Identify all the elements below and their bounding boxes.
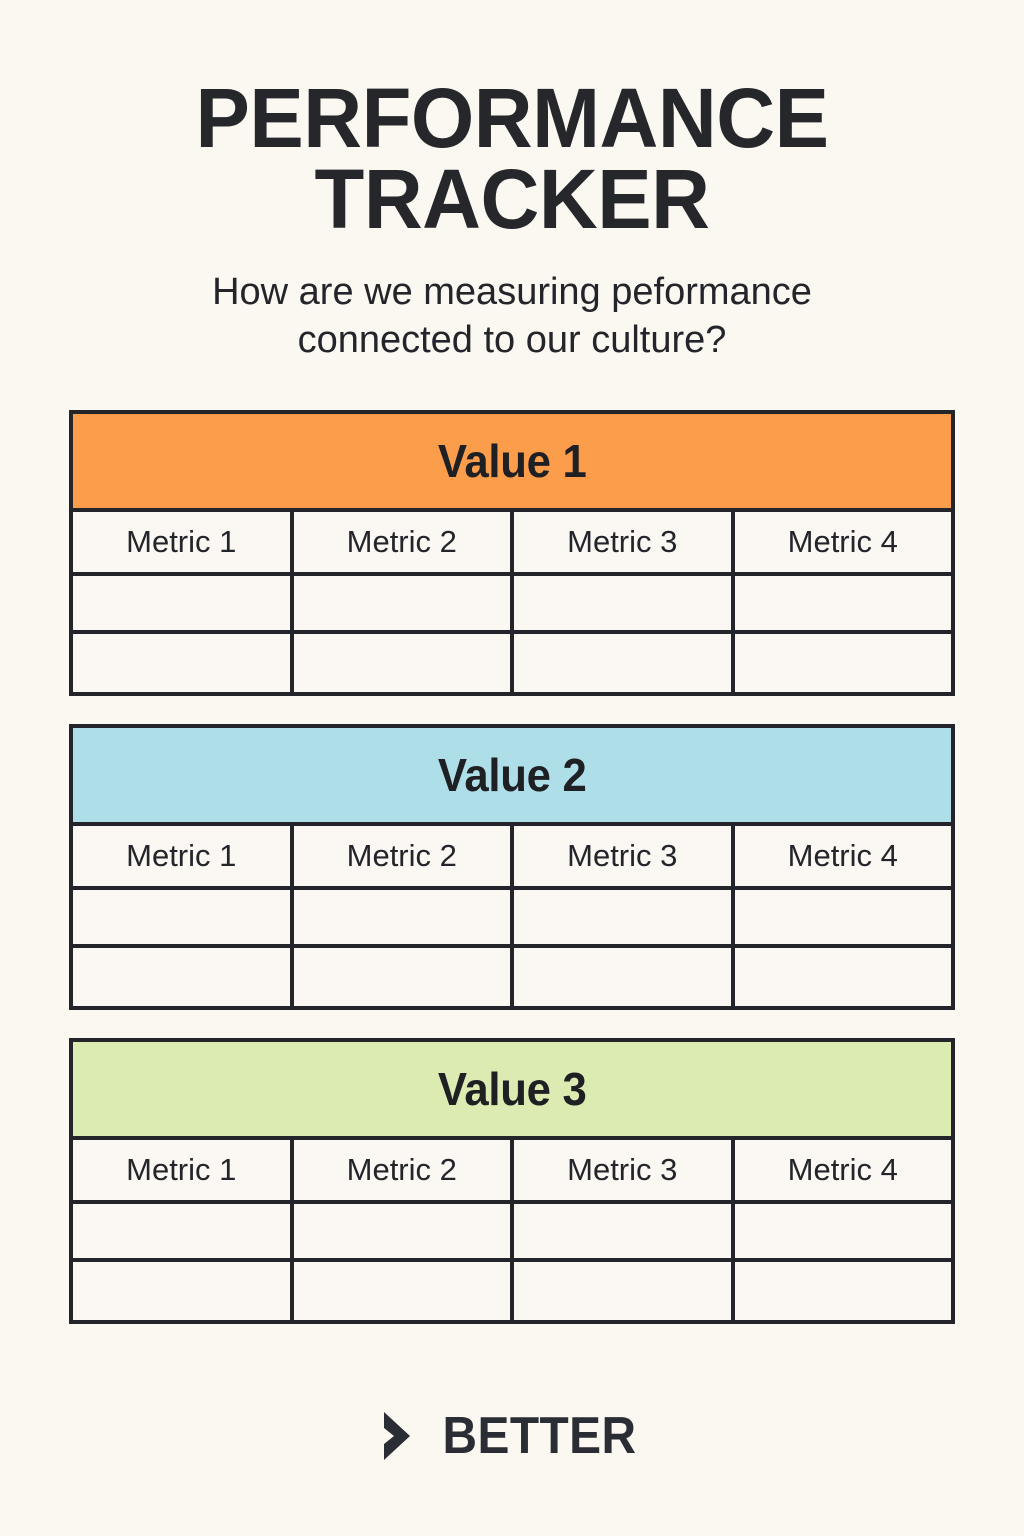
metric-entry-cell[interactable] (735, 1204, 952, 1258)
metric-entry-cell[interactable] (735, 576, 952, 630)
page-title-line-2: TRACKER (314, 151, 710, 246)
value-header-label-3: Value 3 (437, 1063, 587, 1116)
metric-header-cell: Metric 1 (73, 1140, 294, 1201)
metric-header-cell: Metric 4 (787, 524, 898, 560)
metric-entry-cell[interactable] (735, 948, 952, 1006)
metric-entry-cell[interactable] (514, 948, 735, 1007)
brand-name: BETTER (441, 1407, 637, 1465)
metric-entry-row (73, 634, 952, 693)
metric-entry-row (73, 1262, 952, 1321)
metric-header-row-3: Metric 1 Metric 2 Metric 3 Metric 4 (73, 1140, 951, 1205)
metric-header-row-1: Metric 1 Metric 2 Metric 3 Metric 4 (73, 512, 951, 577)
metric-entry-cell[interactable] (514, 1204, 735, 1259)
value-header-label-1: Value 1 (437, 435, 587, 488)
metric-entry-row (73, 1204, 952, 1263)
chevron-right-icon (380, 1410, 416, 1462)
brand-footer: BETTER (0, 1406, 1024, 1466)
value-tables-container: Value 1 Metric 1 Metric 2 Metric 3 Metri… (69, 410, 955, 1325)
poster-header: PERFORMANCE TRACKER How are we measuring… (0, 0, 1024, 364)
metric-entry-cell[interactable] (294, 634, 514, 693)
metric-entry-cell[interactable] (735, 634, 952, 692)
value-header-label-2: Value 2 (437, 749, 587, 802)
value-table-3: Value 3 Metric 1 Metric 2 Metric 3 Metri… (69, 1038, 955, 1325)
metric-header-cell: Metric 3 (514, 1140, 735, 1201)
metric-entry-row (73, 948, 952, 1007)
metric-entry-cell[interactable] (735, 1262, 952, 1320)
metric-header-cell: Metric 2 (294, 1140, 514, 1201)
metric-header-cell: Metric 2 (294, 512, 514, 573)
page-title-line-1: PERFORMANCE (195, 71, 829, 165)
metric-entry-cell[interactable] (735, 890, 952, 944)
page-title: PERFORMANCE TRACKER (15, 71, 1008, 246)
metric-entry-row (73, 576, 952, 635)
metric-entry-cell[interactable] (294, 576, 514, 631)
page-subtitle-line-2: connected to our culture? (297, 318, 727, 361)
metric-header-cell: Metric 3 (514, 826, 735, 887)
metric-entry-cell[interactable] (514, 634, 735, 693)
metric-header-cell: Metric 4 (787, 1152, 898, 1188)
metric-entry-cell[interactable] (73, 576, 294, 631)
page-subtitle-line-1: How are we measuring peformance (212, 271, 812, 314)
metric-header-cell: Metric 4 (787, 838, 898, 874)
value-header-3: Value 3 (73, 1042, 951, 1141)
metric-entry-cell[interactable] (294, 890, 514, 945)
metric-header-cell: Metric 1 (73, 512, 294, 573)
value-header-1: Value 1 (73, 414, 951, 513)
metric-entry-cell[interactable] (73, 890, 294, 945)
metric-entry-cell[interactable] (73, 634, 294, 693)
metric-entry-cell[interactable] (73, 1204, 294, 1259)
metric-entry-cell[interactable] (294, 1262, 514, 1321)
metric-entry-cell[interactable] (514, 576, 735, 631)
metric-entry-cell[interactable] (73, 948, 294, 1007)
metric-entry-cell[interactable] (294, 948, 514, 1007)
metric-entry-cell[interactable] (73, 1262, 294, 1321)
value-table-2: Value 2 Metric 1 Metric 2 Metric 3 Metri… (69, 724, 955, 1011)
metric-header-cell: Metric 3 (514, 512, 735, 573)
metric-header-cell: Metric 2 (294, 826, 514, 887)
metric-header-row-2: Metric 1 Metric 2 Metric 3 Metric 4 (73, 826, 951, 891)
value-table-1: Value 1 Metric 1 Metric 2 Metric 3 Metri… (69, 410, 955, 697)
page-subtitle: How are we measuring peformance connecte… (132, 269, 892, 364)
metric-entry-cell[interactable] (514, 1262, 735, 1321)
metric-entry-row (73, 890, 952, 949)
metric-header-cell: Metric 1 (73, 826, 294, 887)
value-header-2: Value 2 (73, 728, 951, 827)
metric-entry-cell[interactable] (294, 1204, 514, 1259)
metric-entry-cell[interactable] (514, 890, 735, 945)
